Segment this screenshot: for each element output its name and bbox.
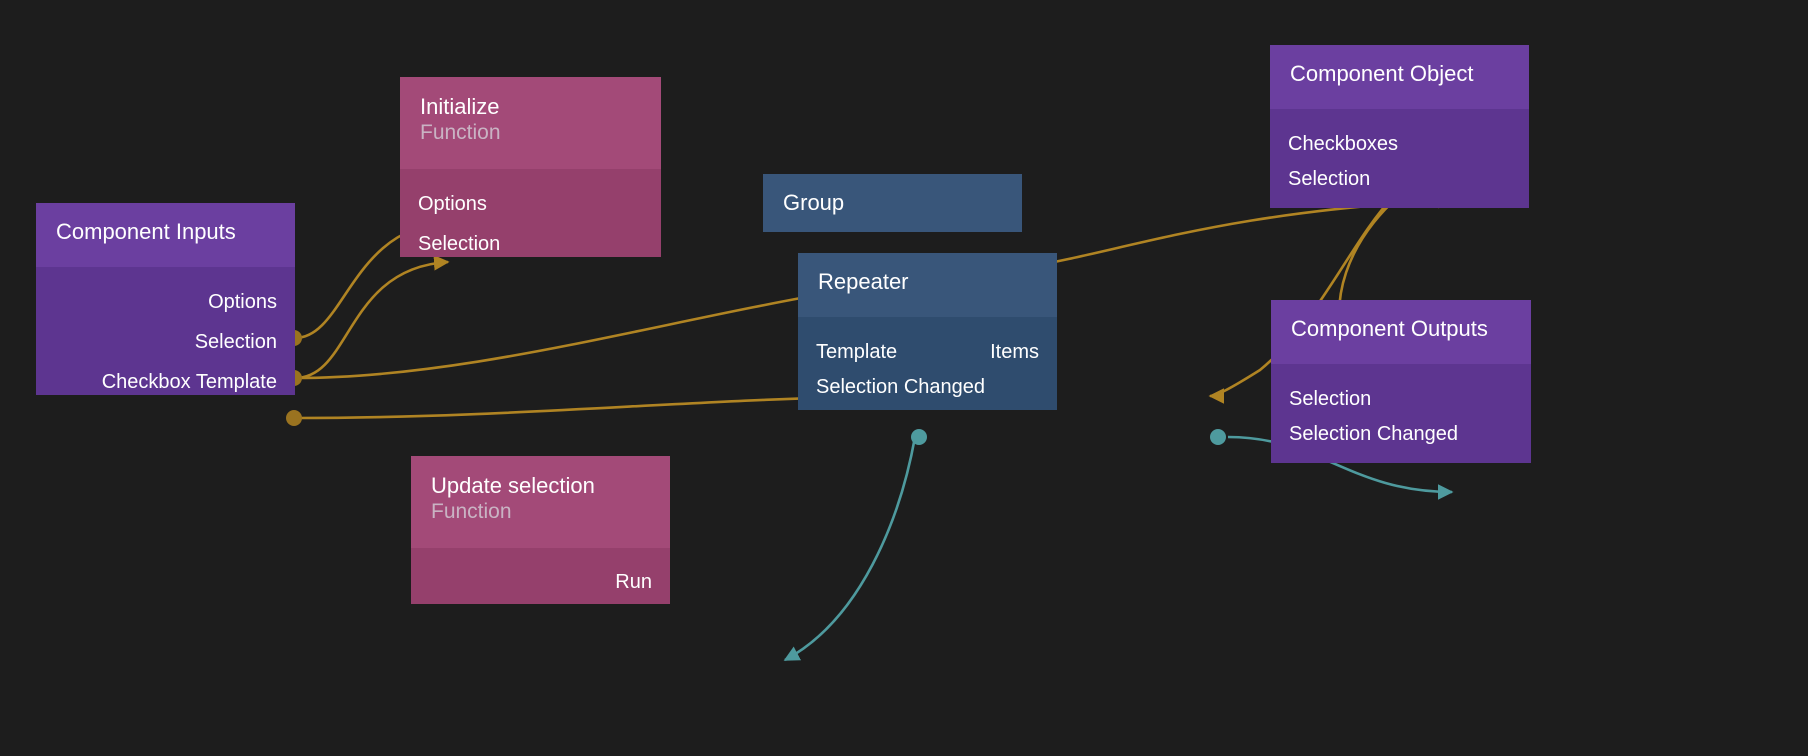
port-label: Run (615, 571, 652, 593)
node-component-object[interactable]: Component Object Checkboxes Selection (1270, 45, 1529, 208)
node-body: Selection Selection Changed (1271, 364, 1531, 463)
node-header: Repeater (798, 253, 1057, 317)
node-title: Initialize (420, 94, 500, 119)
node-title: Group (783, 190, 845, 215)
node-body: Run (411, 548, 670, 604)
node-body: Options Selection (400, 169, 661, 257)
node-title: Component Object (1290, 61, 1474, 86)
port-dot-repeater-selection-changed-in[interactable] (911, 429, 927, 445)
edge-inputs-selection-to-initialize-selection (294, 255, 450, 380)
node-component-inputs[interactable]: Component Inputs Options Selection Check… (36, 203, 295, 395)
port-dot-repeater-selection-changed-out[interactable] (1210, 429, 1226, 445)
node-subtitle: Function (431, 500, 512, 523)
port-label: Items (990, 341, 1039, 363)
node-title: Repeater (818, 269, 909, 294)
port-selection[interactable]: Selection (1289, 387, 1371, 411)
port-options[interactable]: Options (208, 290, 277, 314)
port-label: Selection (194, 331, 277, 353)
port-label: Options (208, 291, 277, 313)
port-selection[interactable]: Selection (418, 232, 500, 256)
port-checkboxes[interactable]: Checkboxes (1288, 132, 1398, 156)
port-label: Template (816, 341, 898, 363)
port-checkbox-template[interactable]: Checkbox Template (102, 370, 277, 394)
node-body: Template Items Selection Changed (798, 317, 1057, 410)
node-header: Component Inputs (36, 203, 295, 267)
node-update-selection[interactable]: Update selection Function Run (411, 456, 670, 604)
port-label: Selection (1288, 168, 1371, 190)
port-items[interactable]: Items (990, 340, 1039, 364)
node-header: Group (763, 174, 1022, 232)
node-title: Update selection (431, 473, 595, 498)
node-body: Options Selection Checkbox Template (36, 267, 295, 395)
node-header: Component Outputs (1271, 300, 1531, 364)
edge-repeater-selection-changed-to-update-selection-run (783, 436, 917, 662)
port-template[interactable]: Template (816, 340, 897, 364)
node-header: Update selection Function (411, 456, 670, 548)
node-body: Checkboxes Selection (1270, 109, 1529, 208)
port-options[interactable]: Options (418, 192, 487, 216)
port-selection[interactable]: Selection (195, 330, 277, 354)
port-label: Selection (418, 233, 501, 255)
port-label: Options (418, 193, 487, 215)
node-initialize[interactable]: Initialize Function Options Selection (400, 77, 661, 257)
port-label: Selection (1289, 388, 1372, 410)
port-label: Selection Changed (1289, 423, 1459, 445)
port-label: Checkboxes (1288, 133, 1399, 155)
port-selection[interactable]: Selection (1288, 167, 1370, 191)
node-header: Component Object (1270, 45, 1529, 109)
port-label: Selection Changed (816, 376, 986, 398)
port-label: Checkbox Template (101, 371, 277, 393)
port-dot-inputs-checkbox-template[interactable] (286, 410, 302, 426)
node-header: Initialize Function (400, 77, 661, 169)
port-selection-changed[interactable]: Selection Changed (816, 375, 985, 399)
edge-inputs-selection-to-component-object-selection (1021, 192, 1454, 270)
node-title: Component Outputs (1291, 316, 1488, 341)
node-repeater[interactable]: Repeater Template Items Selection Change… (798, 253, 1057, 410)
port-selection-changed[interactable]: Selection Changed (1289, 422, 1458, 446)
node-title: Component Inputs (56, 219, 236, 244)
node-subtitle: Function (420, 121, 501, 144)
port-run[interactable]: Run (615, 570, 652, 594)
node-group[interactable]: Group (763, 174, 1022, 232)
node-component-outputs[interactable]: Component Outputs Selection Selection Ch… (1271, 300, 1531, 463)
